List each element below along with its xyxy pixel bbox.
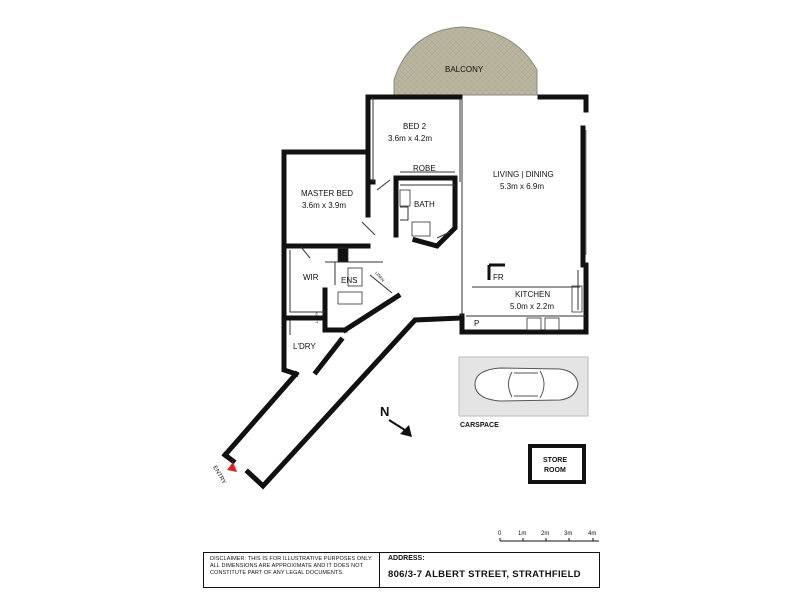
store-line1: STORE xyxy=(543,457,567,464)
entry-arrow-icon xyxy=(227,462,237,472)
master-name: MASTER BED xyxy=(301,189,353,198)
internal-lines xyxy=(289,97,586,335)
wir-label: WIR xyxy=(303,273,319,282)
car-icon xyxy=(474,367,579,402)
balcony-area xyxy=(393,26,538,96)
bed2-name: BED 2 xyxy=(403,122,427,131)
scale-tick-0: 0 xyxy=(498,531,502,537)
kitchen-size: 5.0m x 2.2m xyxy=(510,302,554,311)
carspace-label: CARSPACE xyxy=(460,422,499,429)
scale-tick-2: 2m xyxy=(541,531,549,537)
linen-label-1: LINEN xyxy=(374,270,385,282)
svg-text:N: N xyxy=(380,404,389,419)
balcony-label: BALCONY xyxy=(445,65,484,74)
address-label: ADDRESS: xyxy=(388,555,425,562)
fixtures xyxy=(337,130,587,331)
living-name: LIVING | DINING xyxy=(493,170,554,179)
kitchen-name: KITCHEN xyxy=(515,290,550,299)
address-block: ADDRESS: 806/3-7 ALBERT STREET, STRATHFI… xyxy=(380,553,599,587)
bath-label: BATH xyxy=(414,200,435,209)
living-size: 5.3m x 6.9m xyxy=(500,182,544,191)
walls xyxy=(221,94,589,490)
north-arrow-icon: N xyxy=(380,404,412,437)
pantry-label: P xyxy=(474,319,479,328)
scale-tick-4: 4m xyxy=(588,531,596,537)
disclaimer-text: DISCLAIMER: THIS IS FOR ILLUSTRATIVE PUR… xyxy=(204,553,380,587)
entry-label: ENTRY xyxy=(211,465,226,486)
linen-label-2: LINEN xyxy=(314,311,319,323)
scale-tick-1: 1m xyxy=(518,531,526,537)
address-value: 806/3-7 ALBERT STREET, STRATHFIELD xyxy=(388,569,581,580)
scale-tick-3: 3m xyxy=(564,531,572,537)
info-footer: DISCLAIMER: THIS IS FOR ILLUSTRATIVE PUR… xyxy=(203,552,600,588)
bed2-size: 3.6m x 4.2m xyxy=(388,134,432,143)
laundry-label: L'DRY xyxy=(293,342,316,351)
robe-label: ROBE xyxy=(413,164,436,173)
master-size: 3.6m x 3.9m xyxy=(302,201,346,210)
scale-bar xyxy=(499,538,599,542)
ens-label: ENS xyxy=(341,276,357,285)
store-line2: ROOM xyxy=(544,467,566,474)
store-room xyxy=(528,444,586,484)
fridge-label: FR xyxy=(493,273,504,282)
